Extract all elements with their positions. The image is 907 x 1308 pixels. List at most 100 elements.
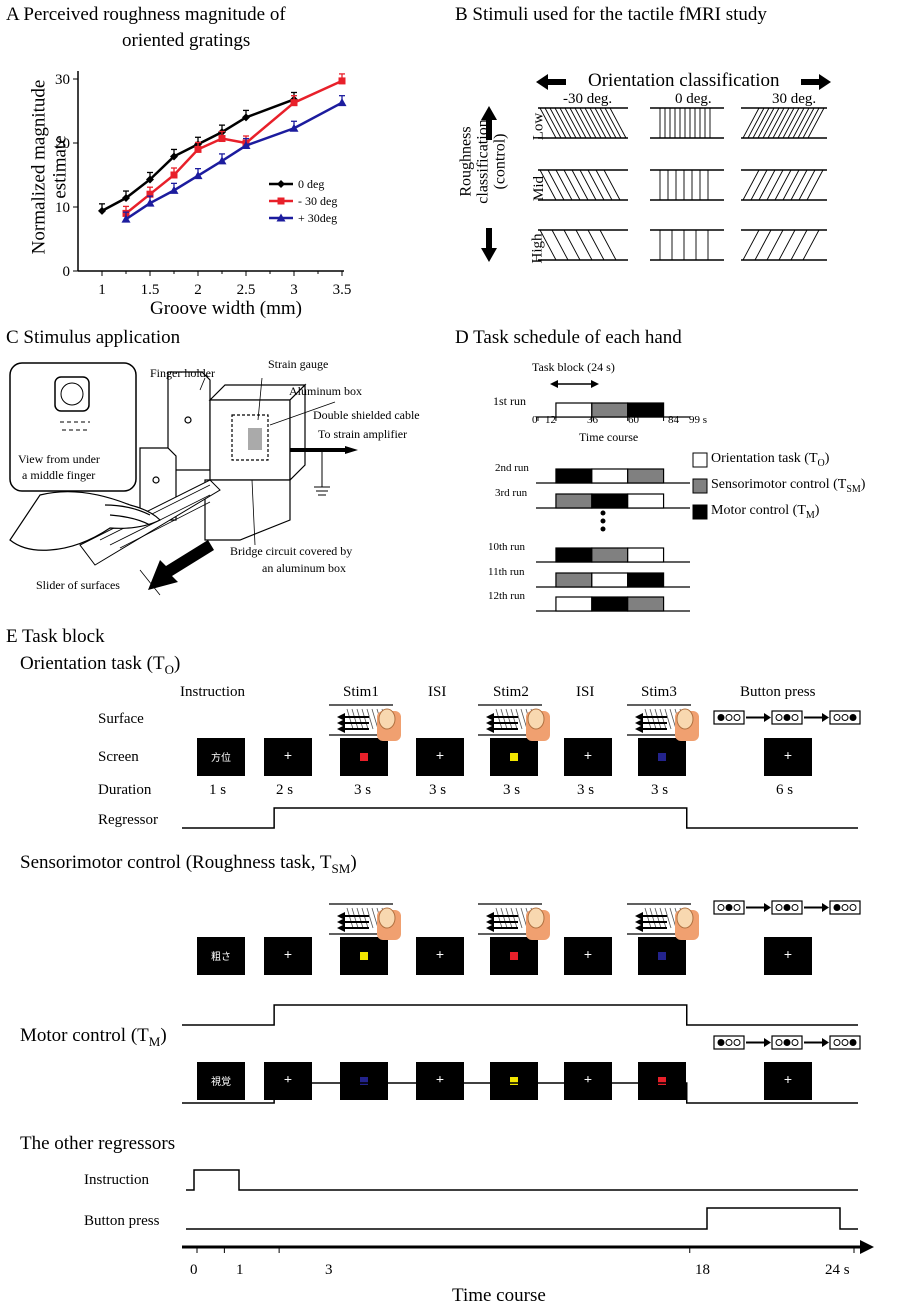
button-circle [841, 1039, 849, 1046]
tick-84: 84 [668, 414, 679, 426]
fixation-cross: + [435, 946, 445, 962]
color-cue-dot [510, 1077, 518, 1085]
arrow-head-icon [486, 725, 494, 733]
arrow-head-icon [486, 719, 494, 727]
label-aluminum-box: Aluminum box [289, 384, 363, 398]
screen-frame: 視覚 [197, 1062, 245, 1100]
groove-line [802, 107, 820, 139]
groove-line [559, 107, 577, 139]
screen-frame: + [564, 738, 612, 776]
groove-line [649, 907, 657, 929]
arrow-right-icon [764, 1038, 771, 1047]
duration-4: 3 s [429, 782, 447, 798]
tick-12: 12 [545, 414, 556, 426]
grating-cell [538, 229, 628, 261]
motor-title-sub: M [148, 1033, 161, 1049]
groove-line [742, 169, 760, 201]
groove-line [766, 169, 784, 201]
button-circle [775, 904, 783, 911]
data-point [289, 123, 299, 132]
first-run-ticks [537, 417, 665, 421]
legend-orientation: Orientation task (TO) [711, 451, 829, 469]
arrow-head-icon [486, 924, 494, 932]
label-strain-gauge: Strain gauge [268, 357, 329, 371]
y-tick-label: 30 [55, 72, 70, 88]
groove-line [544, 107, 562, 139]
groove-line [654, 708, 662, 730]
surface-stimulus [329, 704, 401, 741]
color-cue-dot [360, 952, 368, 960]
panel-d-title: D Task schedule of each hand [455, 327, 682, 348]
data-point [122, 194, 130, 203]
data-point [241, 141, 251, 150]
arrow-head-icon [337, 912, 345, 920]
screen-frame [638, 738, 686, 776]
row-regressor-label: Regressor [98, 812, 158, 828]
fingernail [378, 708, 396, 730]
button-circle [849, 904, 857, 911]
duration-5: 3 s [503, 782, 521, 798]
y-tick-label: 0 [63, 264, 71, 280]
col-button-press: Button press [740, 684, 816, 700]
groove-line [792, 107, 810, 139]
data-point [121, 214, 131, 223]
legend-motor: Motor control (TM) [711, 503, 819, 521]
panel-e-title: E Task block [6, 626, 105, 647]
data-point [217, 156, 227, 165]
orientation-classification-label: Orientation classification [588, 70, 780, 91]
run-row [536, 547, 690, 563]
button-circle [783, 714, 791, 721]
groove-line [594, 107, 612, 139]
instruction-regressor-trace [186, 1169, 858, 1191]
orientation-label-0: 0 deg. [675, 91, 712, 107]
tick-0: 0 [532, 414, 538, 426]
slider-arrow-icon [148, 540, 214, 590]
groove-line [495, 708, 503, 730]
groove-line [515, 907, 523, 929]
row-surface-label: Surface [98, 711, 144, 727]
arrow-head-icon [337, 713, 345, 721]
base-block [204, 479, 291, 541]
panel-a-title-line2: oriented gratings [122, 30, 251, 51]
x-tick-label: 1 [98, 282, 106, 298]
task-block-arrow-icon [550, 380, 599, 388]
tick-60: 60 [628, 414, 639, 426]
col-isi-1: ISI [428, 684, 447, 700]
data-point [98, 206, 106, 215]
motor-title-close: ) [160, 1025, 167, 1046]
groove-line [539, 107, 557, 139]
button-circle [783, 1039, 791, 1046]
button-circle [791, 904, 799, 911]
button-circle [717, 714, 725, 721]
fixation-cross: + [783, 747, 793, 763]
screen-frame [638, 1062, 686, 1100]
groove-line [599, 107, 617, 139]
fixation-cross: + [783, 946, 793, 962]
duration-7: 3 s [651, 782, 669, 798]
groove-line [554, 107, 572, 139]
legend-marker [276, 213, 286, 222]
groove-line [659, 708, 667, 730]
sensorimotor-title-sub: SM [331, 860, 351, 876]
groove-line [603, 169, 621, 201]
groove-line [574, 107, 592, 139]
groove-line [366, 907, 374, 929]
run-block [627, 547, 665, 563]
run-label-12th: 12th run [488, 590, 525, 602]
button-box-icon [713, 710, 771, 725]
groove-line [790, 169, 808, 201]
groove-line [747, 107, 765, 139]
chart-legend: 0 deg- 30 deg+ 30deg [269, 177, 337, 225]
legend-orientation-close: ) [824, 451, 830, 466]
x-tick-label: 3.5 [333, 282, 352, 298]
groove-line [757, 107, 775, 139]
button-box-icon [771, 710, 829, 725]
screen-frame: + [264, 1062, 312, 1100]
groove-line [356, 907, 364, 929]
screen-frame: 粗さ [197, 937, 245, 975]
y-tick-label: 10 [55, 200, 70, 216]
screen-frame [340, 1062, 388, 1100]
grating-cell [538, 107, 628, 139]
